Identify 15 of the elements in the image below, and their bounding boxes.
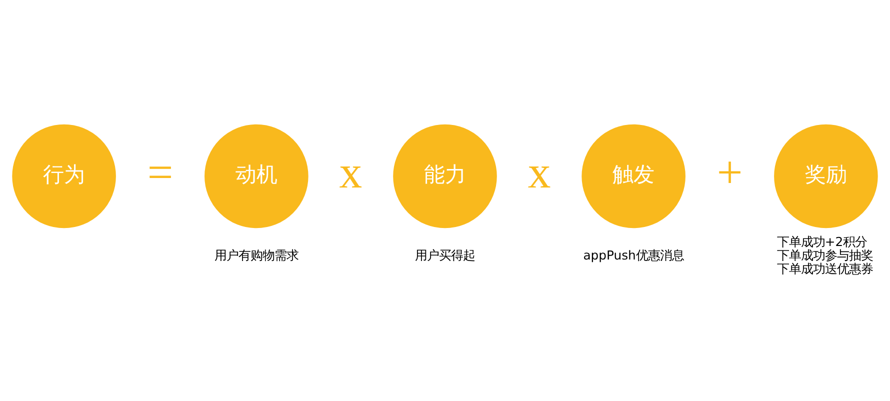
label: x bbox=[528, 146, 551, 198]
node-label: 下单成功+2积分 bbox=[776, 234, 868, 249]
label: = bbox=[147, 146, 174, 198]
node-circle: 行为 bbox=[12, 124, 116, 228]
label: x bbox=[339, 146, 362, 198]
node-label: 下单成功送优惠券 bbox=[776, 261, 873, 276]
label: + bbox=[716, 146, 743, 198]
node-label: 下单成功参与抽奖 bbox=[776, 248, 873, 262]
node-circle: 触发 bbox=[582, 124, 686, 228]
node-label: 用户买得起 bbox=[415, 248, 475, 262]
node-circle: 能力 bbox=[393, 124, 497, 228]
node-circle: 奖励 bbox=[774, 124, 878, 228]
node-circle: 动机 bbox=[204, 124, 308, 228]
node-label: appPush优惠消息 bbox=[583, 248, 684, 262]
node-label: 用户有购物需求 bbox=[214, 248, 298, 262]
